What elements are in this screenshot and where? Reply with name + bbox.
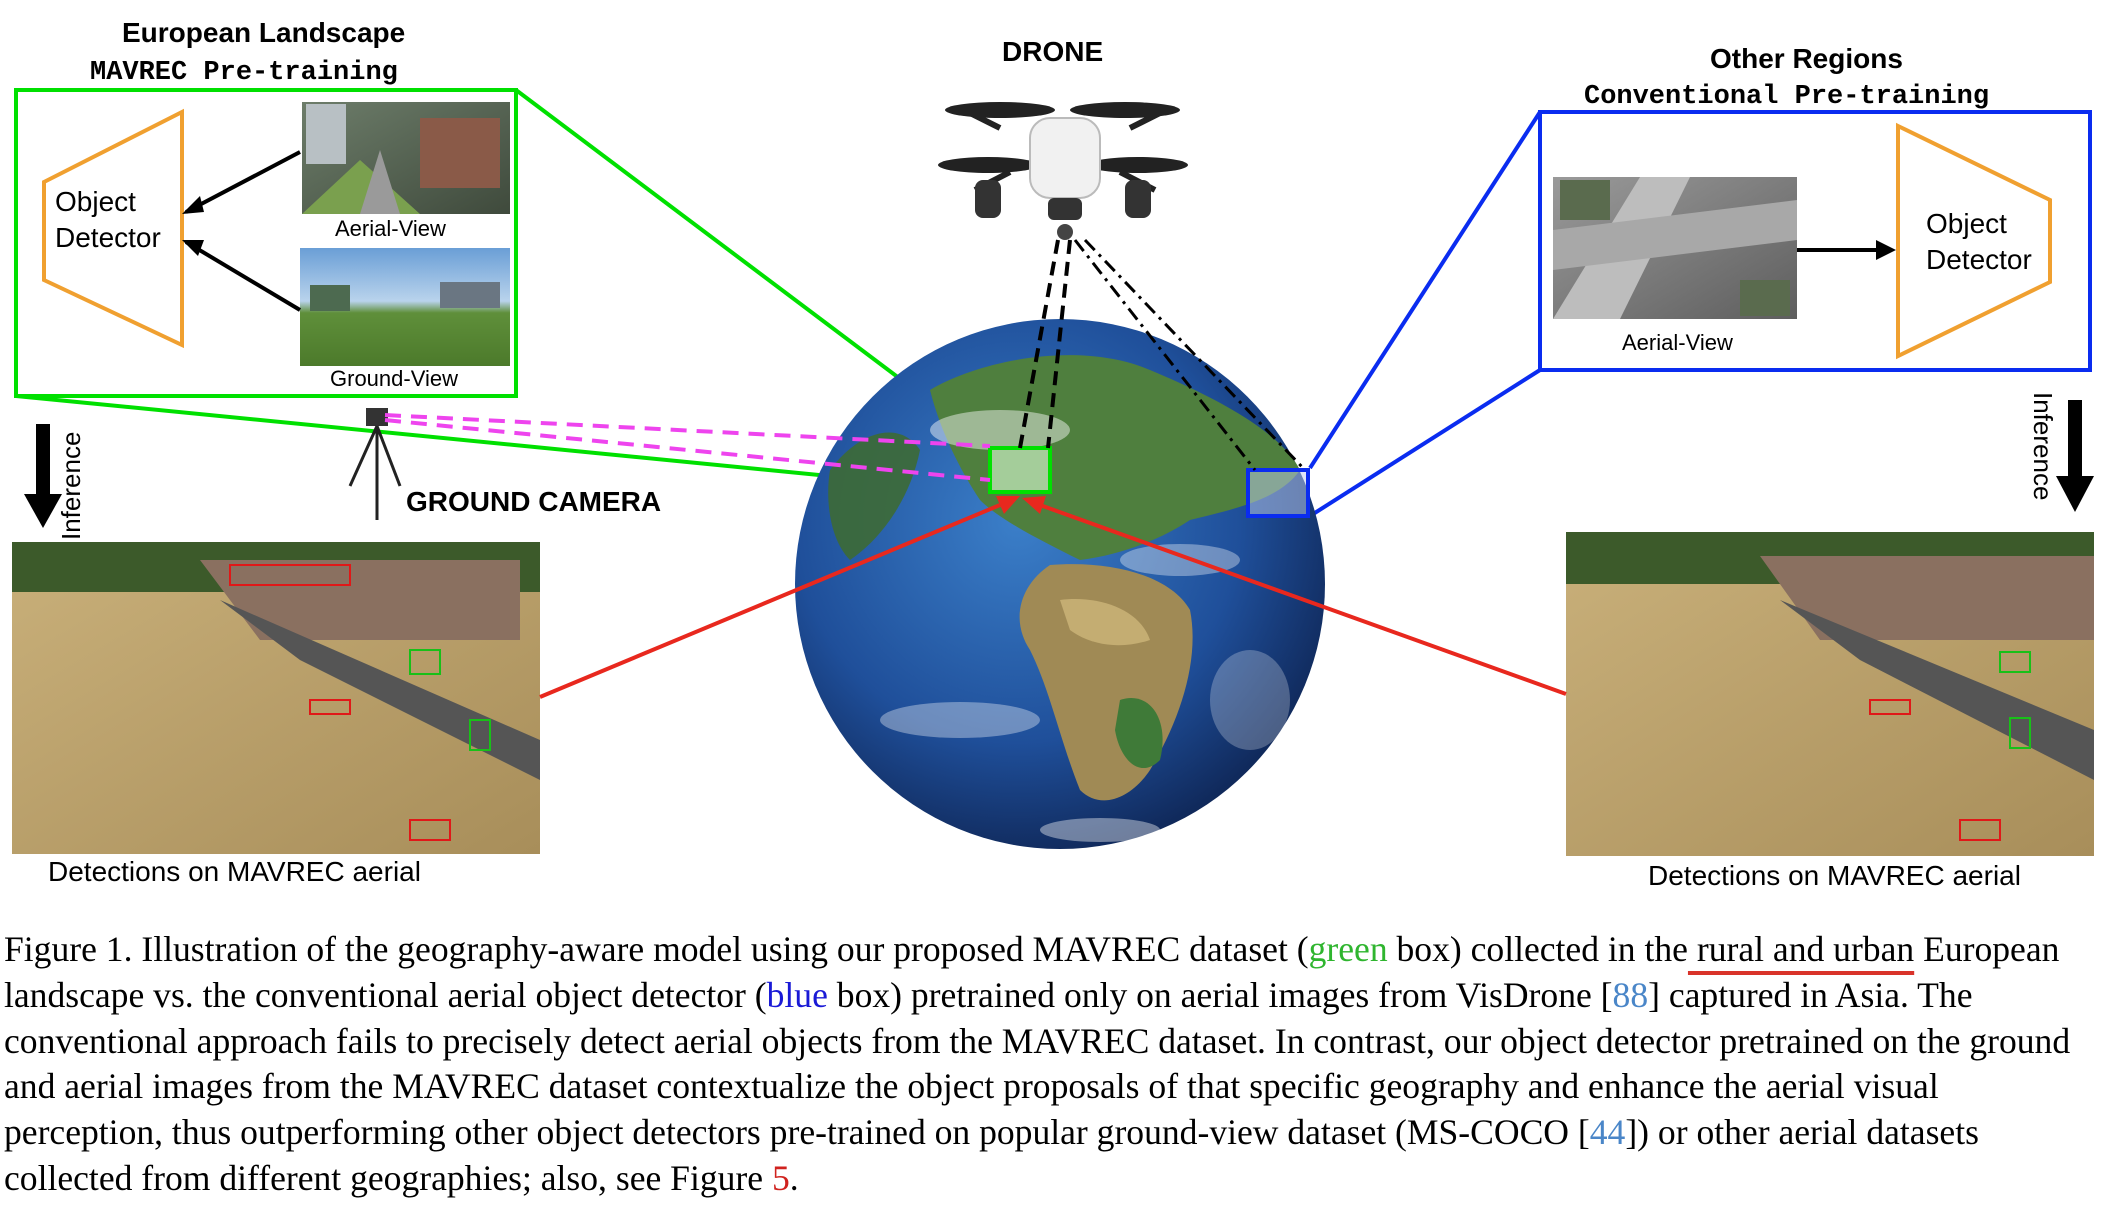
- right-inference-label: Inference: [2028, 392, 2058, 501]
- caption-text-3: European landscape vs. the conventional …: [4, 929, 2060, 1015]
- right-panel-title: Other Regions: [1710, 43, 1903, 74]
- right-aerial-thumbnail: [1553, 177, 1797, 319]
- right-aerial-label: Aerial-View: [1622, 330, 1733, 355]
- left-panel-subtitle: MAVREC Pre-training: [90, 58, 398, 88]
- caption-text-7: .: [789, 1157, 799, 1198]
- left-result-caption: Detections on MAVREC aerial: [48, 856, 421, 887]
- ground-to-detector-arrow: [184, 240, 302, 312]
- ground-camera-tripod: [348, 408, 402, 520]
- ground-view-label: Ground-View: [330, 366, 458, 391]
- right-detector-trapezoid: [1896, 122, 2052, 360]
- aerial-to-detector-arrow: [185, 150, 301, 214]
- caption-text-2: box) collected in the: [1387, 929, 1688, 969]
- right-panel-border: [1538, 110, 2092, 372]
- caption-text-5: ] captured in Asia. The conventional app…: [4, 974, 2071, 1153]
- globe-green-box: [988, 446, 1052, 494]
- drone-label: DRONE: [1002, 36, 1104, 67]
- right-detector-label-1: Object: [1926, 208, 2007, 239]
- caption-green-word: green: [1308, 929, 1388, 969]
- right-panel-subtitle: Conventional Pre-training: [1584, 82, 1990, 112]
- citation-link-88[interactable]: 88: [1612, 974, 1649, 1015]
- left-detector-label-1: Object: [55, 186, 136, 217]
- ground-view-thumbnail: [300, 248, 510, 366]
- left-detector-trapezoid: [42, 108, 184, 349]
- right-inference-arrow: [2056, 476, 2094, 512]
- caption-text-6: ]) or other aerial datasets collected fr…: [4, 1112, 1979, 1198]
- figure-link-5[interactable]: 5: [771, 1157, 790, 1198]
- figure-illustration: [12, 88, 2094, 856]
- figure-area: European Landscape MAVREC Pre-training O…: [12, 17, 2094, 891]
- citation-link-44[interactable]: 44: [1589, 1112, 1626, 1153]
- caption-underlined-words: rural and urban: [1687, 929, 1915, 969]
- right-detection-image: [1566, 532, 2094, 856]
- left-aerial-label: Aerial-View: [335, 216, 446, 241]
- caption-blue-word: blue: [766, 974, 828, 1015]
- left-detection-image: [12, 542, 540, 854]
- drone-image: [938, 102, 1188, 240]
- right-detector-label-2: Detector: [1926, 244, 2032, 275]
- left-panel-title: European Landscape: [122, 17, 406, 48]
- left-inference-arrow: [24, 494, 62, 528]
- figure-caption: Figure 1. Illustration of the geography-…: [4, 927, 2104, 1202]
- ground-camera-label: GROUND CAMERA: [406, 486, 662, 517]
- left-detector-label-2: Detector: [55, 222, 161, 253]
- caption-text-4: box) pretrained only on aerial images fr…: [827, 974, 1613, 1015]
- left-panel-border: [14, 88, 518, 398]
- right-result-caption: Detections on MAVREC aerial: [1648, 860, 2021, 891]
- earth-globe: [795, 319, 1325, 849]
- caption-text-1: Figure 1. Illustration of the geography-…: [4, 929, 1309, 969]
- left-inference-label: Inference: [56, 431, 86, 540]
- left-aerial-thumbnail: [302, 102, 510, 214]
- globe-blue-box: [1246, 468, 1310, 518]
